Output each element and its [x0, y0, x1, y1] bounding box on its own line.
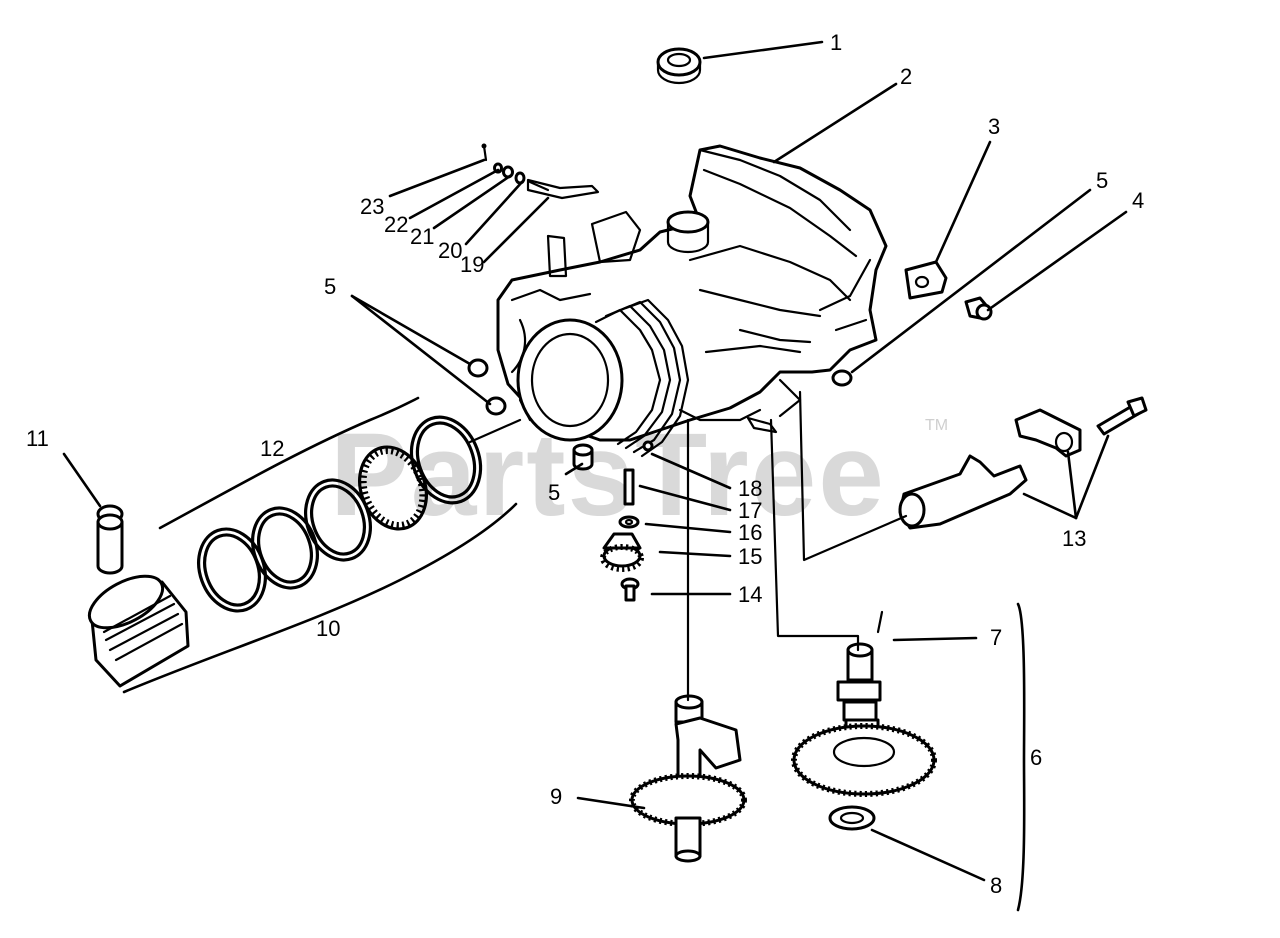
callout-5-bottom: 5 — [548, 480, 560, 505]
part-3-bracket[interactable] — [904, 260, 948, 300]
callout-10: 10 — [316, 616, 340, 641]
callout-3: 3 — [988, 114, 1000, 139]
part-13-bolt[interactable] — [1096, 396, 1148, 436]
part-23-pin[interactable] — [481, 143, 488, 162]
part-9-crankshaft[interactable] — [629, 694, 747, 863]
callout-17: 17 — [738, 498, 762, 523]
part-8-washer[interactable] — [828, 805, 876, 831]
callout-23: 23 — [360, 194, 384, 219]
part-4-screw[interactable] — [964, 296, 993, 321]
part-13-rocker-arm[interactable] — [898, 454, 1028, 530]
part-15-governor-gear[interactable] — [600, 532, 644, 572]
group-line-12 — [158, 396, 420, 530]
callout-16: 16 — [738, 520, 762, 545]
part-1-seal[interactable] — [656, 47, 702, 85]
callout-5-left: 5 — [324, 274, 336, 299]
callout-labels: 1 2 3 4 5 5 5 6 7 8 9 10 11 12 13 14 15 … — [26, 30, 1144, 898]
callout-14: 14 — [738, 582, 762, 607]
part-18-ball[interactable] — [642, 440, 654, 452]
callout-12: 12 — [260, 436, 284, 461]
group-line-10 — [122, 502, 518, 694]
callout-21: 21 — [410, 224, 434, 249]
part-14-screw[interactable] — [620, 577, 640, 602]
part-17-shaft[interactable] — [623, 468, 635, 506]
callout-7: 7 — [990, 625, 1002, 650]
callout-8: 8 — [990, 873, 1002, 898]
callout-1: 1 — [830, 30, 842, 55]
part-6-camshaft[interactable] — [791, 642, 937, 797]
part-5-plug-bottom[interactable] — [572, 443, 594, 471]
part-19-tube[interactable] — [528, 180, 550, 192]
watermark-trademark: TM — [925, 417, 948, 434]
callout-6: 6 — [1030, 745, 1042, 770]
callout-19: 19 — [460, 252, 484, 277]
callout-2: 2 — [900, 64, 912, 89]
assembly-guide-lines — [468, 390, 908, 702]
callout-4: 4 — [1132, 188, 1144, 213]
part-13-rocker-bracket[interactable] — [1014, 408, 1082, 458]
part-11-wrist-pin[interactable] — [96, 504, 124, 575]
group-bracket-6 — [1016, 602, 1026, 912]
callout-22: 22 — [384, 212, 408, 237]
callout-11: 11 — [26, 426, 49, 451]
part-7-pin[interactable] — [876, 610, 884, 634]
callout-9: 9 — [550, 784, 562, 809]
part-5-plug-lower[interactable] — [485, 396, 507, 416]
leader-lines — [62, 40, 1128, 882]
callout-15: 15 — [738, 544, 762, 569]
part-16-washer[interactable] — [618, 515, 640, 529]
part-5-plug-upper[interactable] — [467, 358, 489, 378]
part-10-12-piston-rings[interactable] — [188, 407, 492, 620]
callout-20: 20 — [438, 238, 462, 263]
part-2-crankcase[interactable] — [496, 144, 888, 458]
piston[interactable] — [81, 566, 190, 688]
callout-18: 18 — [738, 476, 762, 501]
callout-13: 13 — [1062, 526, 1086, 551]
part-5-plug-right[interactable] — [831, 369, 853, 387]
callout-5-right: 5 — [1096, 168, 1108, 193]
